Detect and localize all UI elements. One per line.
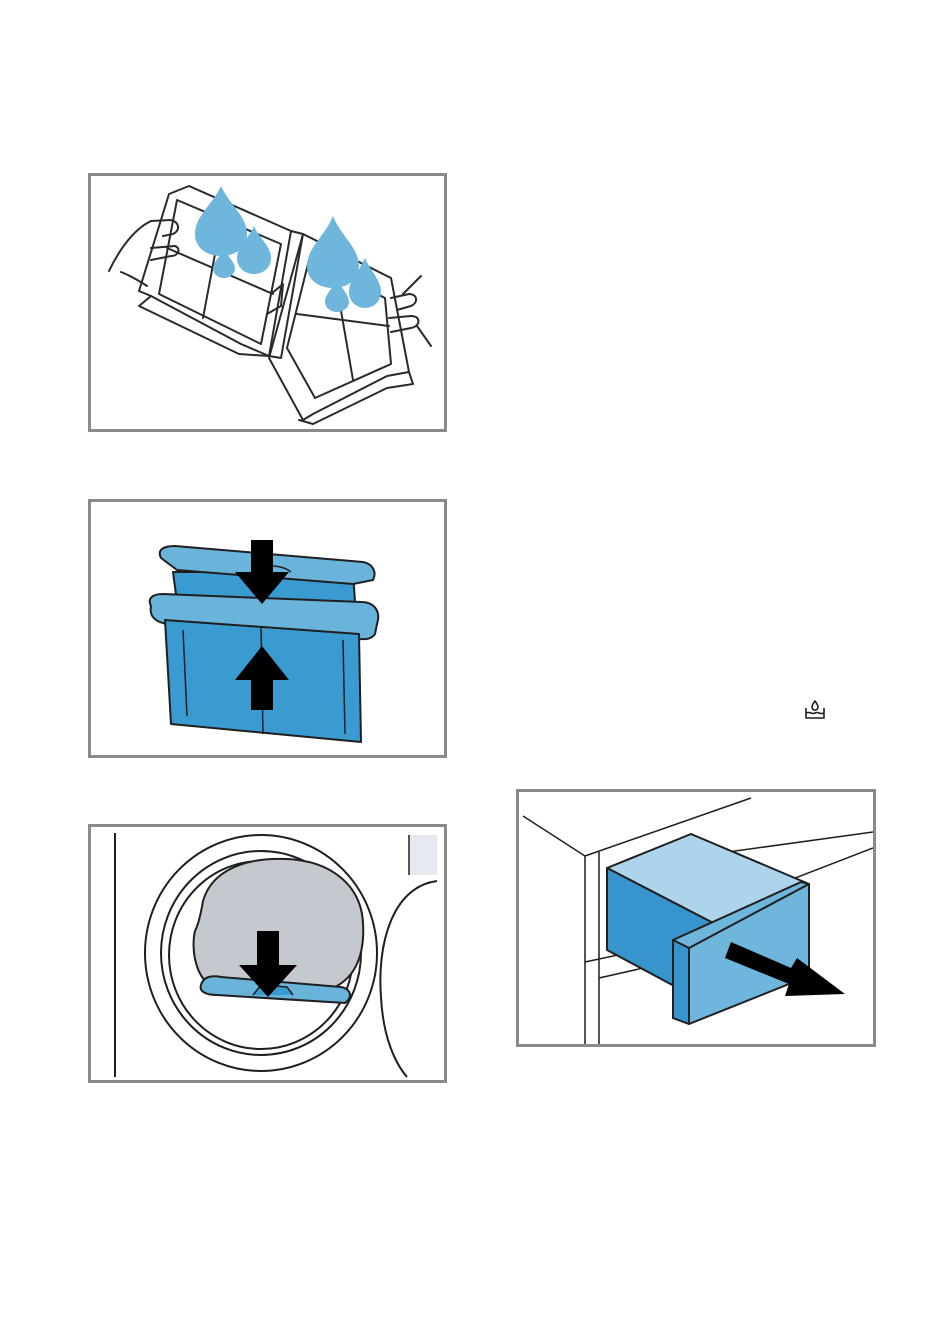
right-hand (389, 276, 431, 346)
tank-pull-out-illustration (516, 789, 876, 1047)
water-drop (307, 216, 359, 288)
filter-reassemble-illustration (88, 499, 447, 758)
filter-rinse-illustration (88, 173, 447, 432)
filter-assemble-illustration (91, 502, 444, 755)
condensate-tank-icon (804, 700, 826, 720)
open-door (380, 881, 437, 1077)
water-drop (195, 186, 247, 256)
filter-insert-illustration (88, 824, 447, 1083)
water-tank-drawer-illustration (519, 792, 873, 1044)
filter-wash-illustration (91, 176, 444, 429)
filter-insert-door-illustration (91, 827, 444, 1080)
